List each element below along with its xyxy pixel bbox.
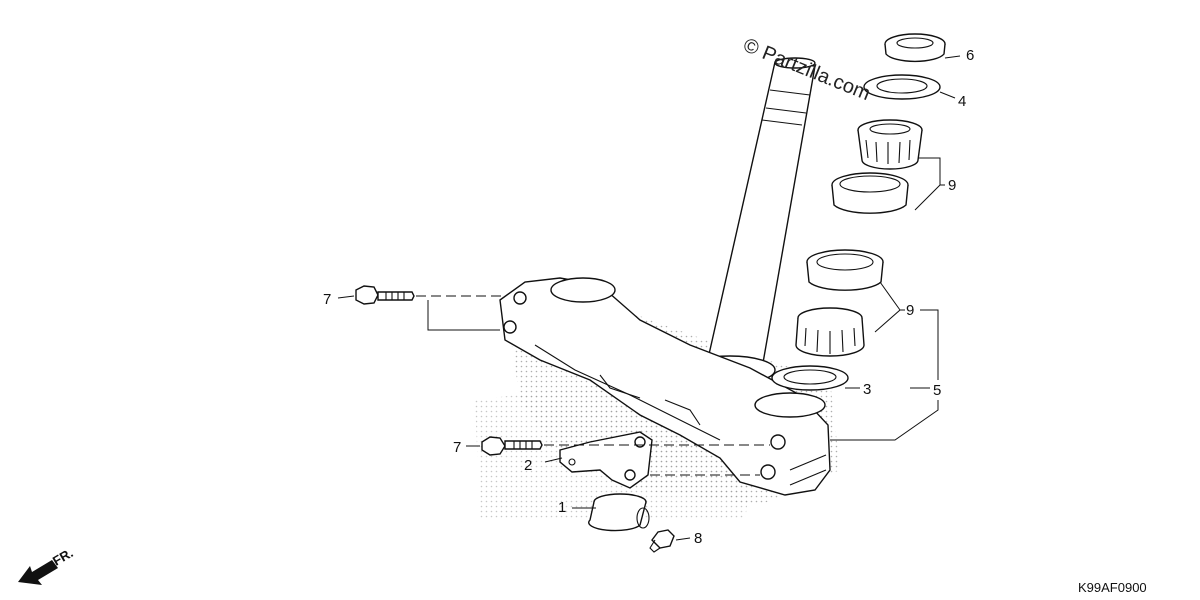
part-3-dust-seal [771, 365, 849, 391]
part-7-bolt-lower [481, 436, 543, 456]
part-9-upper-race [831, 172, 909, 214]
part-7-bolt-upper [355, 285, 415, 305]
callout-5: 5 [933, 382, 941, 399]
callout-9-upper: 9 [948, 177, 956, 194]
front-direction-arrow: FR. [18, 545, 76, 585]
steering-stem-shaft [684, 57, 816, 385]
part-6-steering-stem-nut [884, 33, 946, 63]
assembly-lines [416, 295, 770, 476]
callout-3: 3 [863, 381, 871, 398]
part-9-lower-race [806, 249, 884, 291]
callout-1: 1 [558, 499, 566, 516]
callout-4: 4 [958, 93, 966, 110]
part-9-lower-bearing [795, 307, 865, 357]
callout-9-lower: 9 [906, 302, 914, 319]
callout-7-lower: 7 [453, 439, 461, 456]
part-2-hose-bracket [559, 431, 653, 489]
part-9-upper-bearing [857, 119, 923, 170]
diagram-code: K99AF0900 [1078, 580, 1147, 595]
callout-2: 2 [524, 457, 532, 474]
callouts: 6 4 9 9 3 5 7 7 2 1 8 [323, 47, 974, 547]
part-4-dust-seal [863, 74, 941, 100]
callout-7-upper: 7 [323, 291, 331, 308]
part-8-bolt [649, 529, 675, 553]
callout-6: 6 [966, 47, 974, 64]
callout-8: 8 [694, 530, 702, 547]
leader-lines [337, 55, 961, 541]
part-1-clamp [588, 493, 650, 532]
steering-stem-lower-bracket [499, 277, 831, 496]
